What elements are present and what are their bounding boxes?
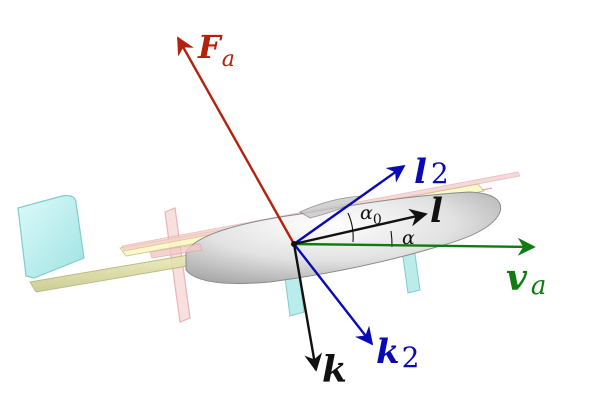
- l-axis-arrow: [293, 208, 428, 246]
- alpha0-label: α0: [360, 202, 382, 228]
- k-label: k: [322, 349, 347, 391]
- force-label: Fa: [197, 28, 235, 72]
- alpha-arc: [390, 230, 393, 248]
- l2-axis-arrow: [293, 164, 406, 245]
- k-axis-arrow: [292, 243, 323, 372]
- alpha-label: α: [402, 227, 415, 249]
- force-vector-arrow: [176, 36, 296, 245]
- wing-tip-mark: [481, 187, 493, 191]
- origin-point: [291, 241, 297, 247]
- angle-annotations: [347, 212, 393, 248]
- l-label: l: [430, 191, 443, 231]
- vectors: [176, 36, 536, 372]
- velocity-vector-arrow: [293, 237, 536, 256]
- k2-label: k2: [376, 332, 419, 374]
- vertical-tail-fin: [17, 195, 85, 279]
- k2-axis-arrow: [293, 243, 374, 346]
- alpha0-arc: [347, 212, 354, 243]
- stabilizer-crossbar: [149, 243, 203, 259]
